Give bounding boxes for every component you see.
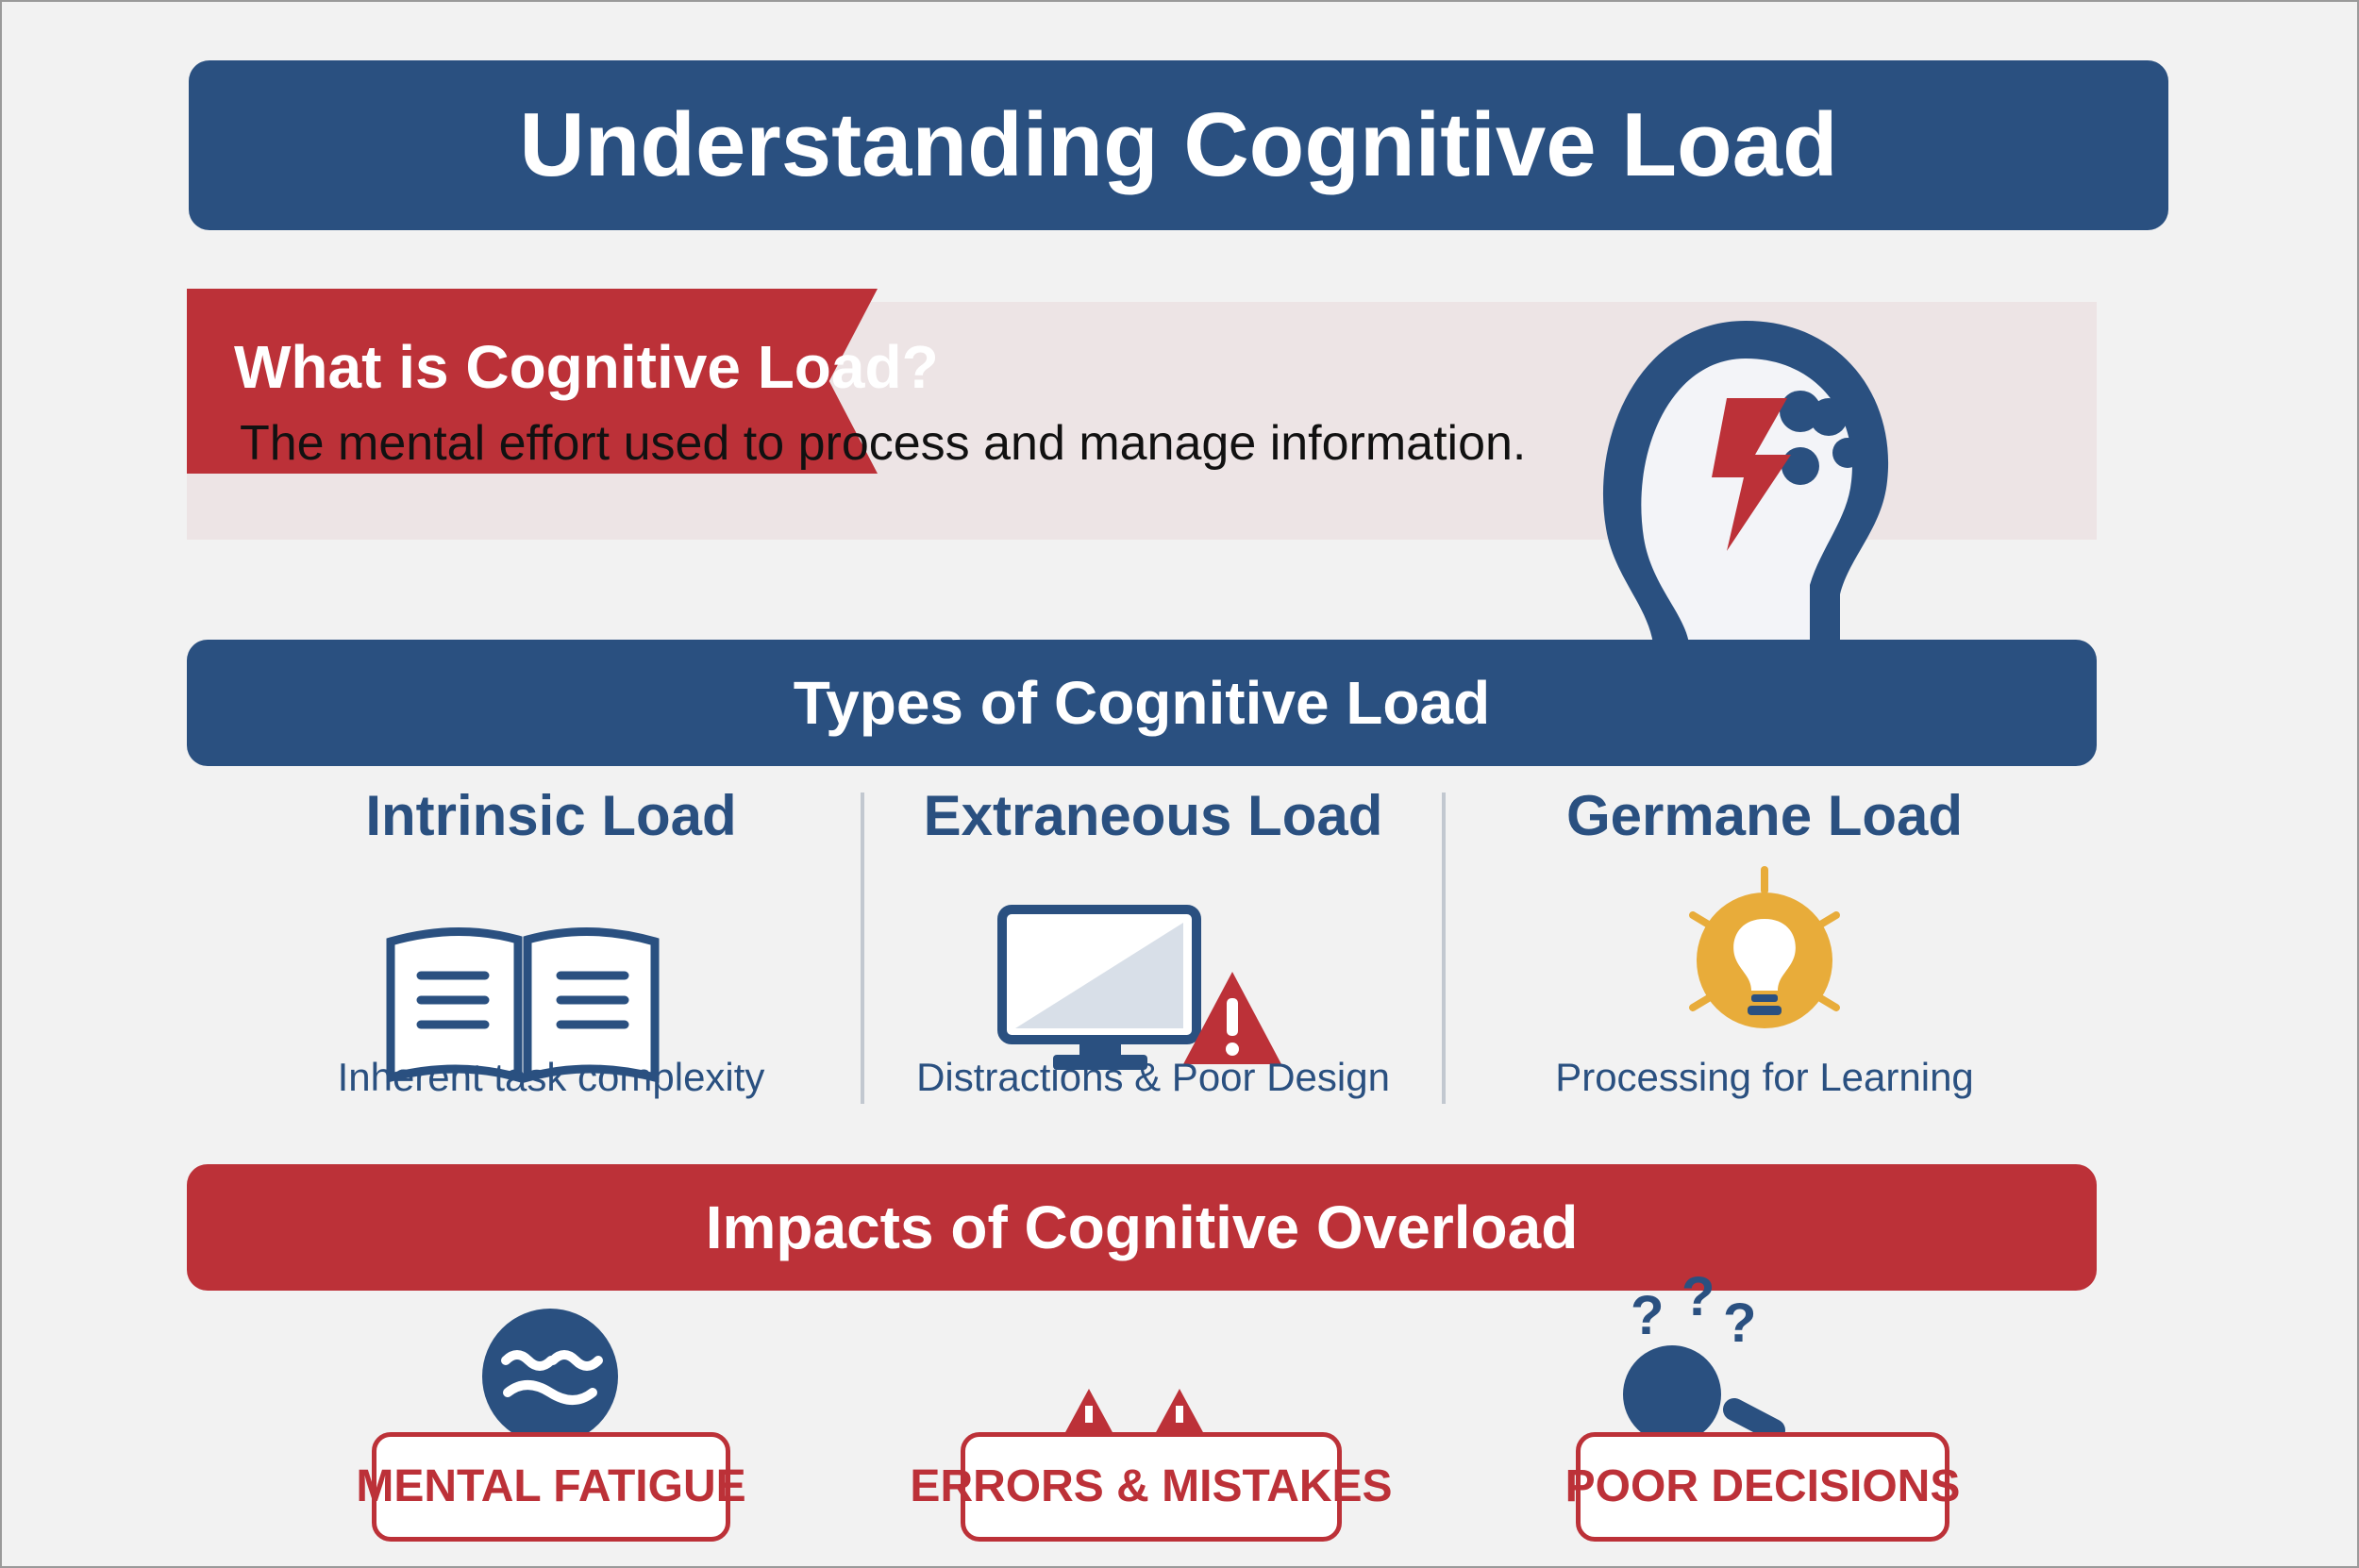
definition-ribbon xyxy=(187,289,878,474)
column-divider xyxy=(1442,792,1446,1104)
types-section-header: Types of Cognitive Load xyxy=(187,640,2097,766)
svg-text:?: ? xyxy=(1631,1285,1664,1346)
lightbulb-icon xyxy=(1689,866,1840,1028)
impacts-section-header: Impacts of Cognitive Overload xyxy=(187,1164,2097,1291)
definition-heading: What is Cognitive Load? xyxy=(234,333,939,401)
impact-box-errors xyxy=(961,1432,1342,1542)
impact-label-decisions: POOR DECISIONS xyxy=(1564,1461,1961,1511)
monitor-warning-icon xyxy=(997,905,1281,1070)
confused-person-icon: ? ? ? xyxy=(1623,1274,1785,1436)
impact-box-fatigue xyxy=(372,1432,730,1542)
type-germane: Germane Load xyxy=(1472,783,2057,848)
column-divider xyxy=(861,792,864,1104)
type-intrinsic: Intrinsic Load xyxy=(259,783,844,848)
impact-label-errors: ERRORS & MISTAKES xyxy=(910,1461,1393,1511)
impact-box-decisions xyxy=(1576,1432,1949,1542)
tired-face-icon xyxy=(482,1309,618,1438)
type-desc-intrinsic: Inherent task complexity xyxy=(337,1055,765,1099)
type-name: Extraneous Load xyxy=(923,784,1383,847)
svg-text:?: ? xyxy=(1723,1293,1756,1354)
type-desc-germane: Processing for Learning xyxy=(1555,1055,1974,1099)
svg-text:?: ? xyxy=(1681,1274,1715,1327)
type-name: Intrinsic Load xyxy=(365,784,737,847)
warning-triangles-icon xyxy=(1064,1389,1204,1434)
definition-text: The mental effort used to process and ma… xyxy=(240,416,1527,471)
open-book-icon xyxy=(386,927,660,1083)
page-title: Understanding Cognitive Load xyxy=(189,60,2168,230)
type-name: Germane Load xyxy=(1565,784,1964,847)
type-extraneous: Extraneous Load xyxy=(861,783,1446,848)
type-desc-extraneous: Distractions & Poor Design xyxy=(916,1055,1390,1099)
brain-head-icon xyxy=(1602,321,1889,643)
impact-label-fatigue: MENTAL FATIGUE xyxy=(356,1461,746,1511)
